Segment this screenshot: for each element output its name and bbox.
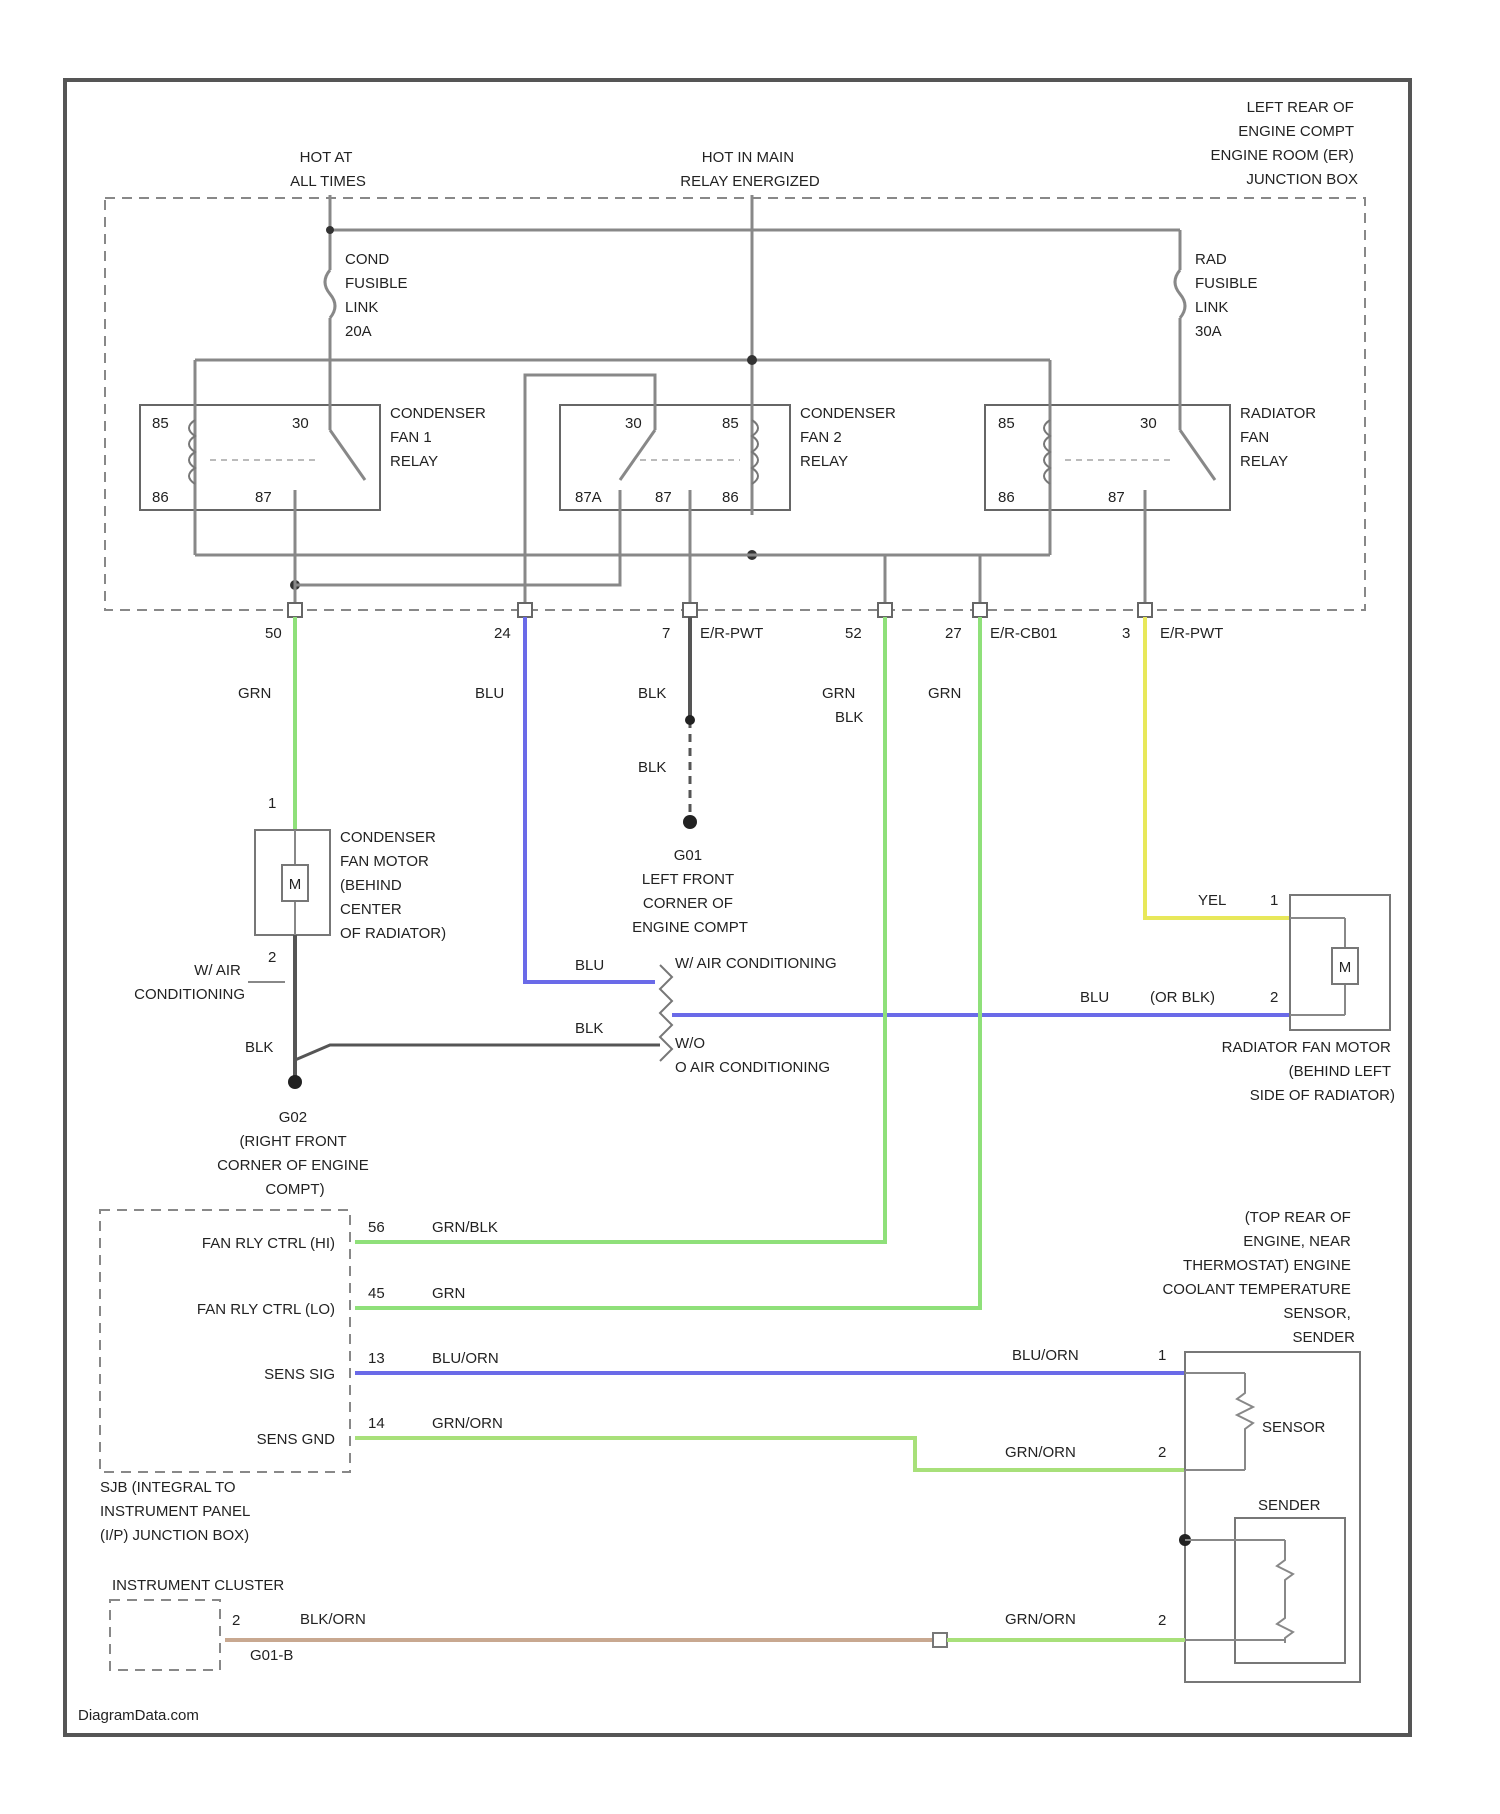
- conn-tag-27: E/R-CB01: [990, 625, 1058, 642]
- ground-g01-label: G01 LEFT FRONT CORNER OF ENGINE COMPT: [632, 847, 748, 936]
- cond-fusible-link-label: COND FUSIBLE LINK 20A: [345, 251, 412, 340]
- conn-tag-7: E/R-PWT: [700, 625, 763, 642]
- sjb-label: SJB (INTEGRAL TO INSTRUMENT PANEL (I/P) …: [100, 1479, 254, 1544]
- svg-text:M: M: [289, 876, 302, 893]
- sens-gnd-wire2-label: GRN/ORN: [1005, 1444, 1076, 1461]
- sjb-wire-grn-orn: GRN/ORN: [432, 1415, 503, 1432]
- conn-pin-7: 7: [662, 625, 670, 642]
- sjb-pin-14: 14: [368, 1415, 385, 1432]
- hot-at-all-times-label: HOT AT ALL TIMES: [290, 149, 366, 190]
- wire-label-yel: YEL: [1198, 892, 1226, 909]
- sjb-row-fan-hi: FAN RLY CTRL (HI): [202, 1235, 335, 1252]
- rad-motor-label: RADIATOR FAN MOTOR (BEHIND LEFT SIDE OF …: [1222, 1039, 1395, 1104]
- cond-fusible-link: [325, 270, 335, 400]
- radiator-fan-motor: M: [1290, 895, 1390, 1030]
- cond2-pin-30: 30: [625, 415, 642, 432]
- instrument-cluster-box: [110, 1600, 220, 1670]
- wire-label-blk-left: BLK: [245, 1039, 273, 1056]
- g01-splice-dot: [685, 715, 695, 725]
- sjb-row-fan-lo: FAN RLY CTRL (LO): [197, 1301, 335, 1318]
- cond2-pin-87: 87: [655, 489, 672, 506]
- condenser-fan-motor: M: [255, 830, 330, 935]
- rad-pin-86: 86: [998, 489, 1015, 506]
- wire-label-blu-switch: BLU: [575, 957, 604, 974]
- rad-motor-pin-2: 2: [1270, 989, 1278, 1006]
- wire-label-blk2: BLK: [638, 759, 666, 776]
- conn-pin-50: 50: [265, 625, 282, 642]
- cond1-pin-86: 86: [152, 489, 169, 506]
- wire-label-grn: GRN: [238, 685, 271, 702]
- cluster-wire-label: BLK/ORN: [300, 1611, 366, 1628]
- rad-pin-87: 87: [1108, 489, 1125, 506]
- conn-pin-27: 27: [945, 625, 962, 642]
- cond1-pin-85: 85: [152, 415, 169, 432]
- sender-label: SENDER: [1258, 1497, 1321, 1514]
- ground-g02-dot: [288, 1075, 302, 1089]
- svg-text:M: M: [1339, 959, 1352, 976]
- cluster-conn-label: G01-B: [250, 1647, 293, 1664]
- sjb-pin-45: 45: [368, 1285, 385, 1302]
- sensor-location-label: (TOP REAR OF ENGINE, NEAR THERMOSTAT) EN…: [1162, 1209, 1355, 1346]
- sjb-row-sens-gnd: SENS GND: [257, 1431, 336, 1448]
- instrument-cluster-label: INSTRUMENT CLUSTER: [112, 1577, 284, 1594]
- conn-pin-24: 24: [494, 625, 511, 642]
- wire-label-blu: BLU: [475, 685, 504, 702]
- rad-motor-pin-1: 1: [1270, 892, 1278, 909]
- hot-in-main-relay-label: HOT IN MAIN RELAY ENERGIZED: [680, 149, 820, 190]
- ground-g01-dot: [683, 815, 697, 829]
- cond1-pin-87: 87: [255, 489, 272, 506]
- conn-tag-3: E/R-PWT: [1160, 625, 1223, 642]
- sjb-wire-grn-blk: GRN/BLK: [432, 1219, 498, 1236]
- cond1-relay-label: CONDENSER FAN 1 RELAY: [390, 405, 490, 470]
- cluster-inline-connector: [933, 1633, 947, 1647]
- sensor-pin-1: 1: [1158, 1347, 1166, 1364]
- cond1-pin-30: 30: [292, 415, 309, 432]
- cond2-pin-87a: 87A: [575, 489, 602, 506]
- rad-relay-label: RADIATOR FAN RELAY: [1240, 405, 1320, 470]
- sender-pin-2: 2: [1158, 1612, 1166, 1629]
- wire-label-blk-switch: BLK: [575, 1020, 603, 1037]
- cond-motor-label: CONDENSER FAN MOTOR (BEHIND CENTER OF RA…: [340, 829, 446, 942]
- cluster-pin-2: 2: [232, 1612, 240, 1629]
- wire-label-blu-rad: BLU: [1080, 989, 1109, 1006]
- wire-blk-switch: [295, 1045, 660, 1060]
- wire-label-blk: BLK: [638, 685, 666, 702]
- sjb-pin-13: 13: [368, 1350, 385, 1367]
- ac-without2-label: O AIR CONDITIONING: [675, 1059, 830, 1076]
- rad-pin-85: 85: [998, 415, 1015, 432]
- sjb-wire-grn: GRN: [432, 1285, 465, 1302]
- cond-motor-pin-1: 1: [268, 795, 276, 812]
- sjb-wire-blu-orn: BLU/ORN: [432, 1350, 499, 1367]
- sjb-pin-56: 56: [368, 1219, 385, 1236]
- ground-g02-label: G02 (RIGHT FRONT CORNER OF ENGINE COMPT): [217, 1109, 373, 1198]
- wire-label-blu-rad-alt: (OR BLK): [1150, 989, 1215, 1006]
- rad-fusible-link-label: RAD FUSIBLE LINK 30A: [1195, 251, 1262, 340]
- conn-pin-52: 52: [845, 625, 862, 642]
- sens-sig-wire2-label: BLU/ORN: [1012, 1347, 1079, 1364]
- cond-motor-pin-2: 2: [268, 949, 276, 966]
- conn-pin-3: 3: [1122, 625, 1130, 642]
- cluster-wire2-label: GRN/ORN: [1005, 1611, 1076, 1628]
- ac-switch: [660, 965, 672, 1061]
- w-air-conditioning-label: W/ AIR CONDITIONING: [134, 962, 245, 1003]
- rad-fusible-link: [1175, 270, 1185, 400]
- ac-with-label: W/ AIR CONDITIONING: [675, 955, 837, 972]
- sensor-pin-2: 2: [1158, 1444, 1166, 1461]
- ect-sensor: [1185, 1373, 1253, 1470]
- wire-label-grn-blk: GRN BLK: [822, 685, 863, 726]
- wire-label-grn2: GRN: [928, 685, 961, 702]
- sensor-label: SENSOR: [1262, 1419, 1326, 1436]
- cond2-pin-86: 86: [722, 489, 739, 506]
- cond2-pin-85: 85: [722, 415, 739, 432]
- ac-without-label: W/O: [675, 1035, 705, 1052]
- rad-pin-30: 30: [1140, 415, 1157, 432]
- source-credit: DiagramData.com: [78, 1707, 199, 1724]
- cond2-relay-label: CONDENSER FAN 2 RELAY: [800, 405, 900, 470]
- junction-box-label: LEFT REAR OF ENGINE COMPT ENGINE ROOM (E…: [1210, 99, 1358, 188]
- wire-yel-rad-motor: [1145, 617, 1290, 918]
- power-bus: [195, 195, 1180, 400]
- sjb-row-sens-sig: SENS SIG: [264, 1366, 335, 1383]
